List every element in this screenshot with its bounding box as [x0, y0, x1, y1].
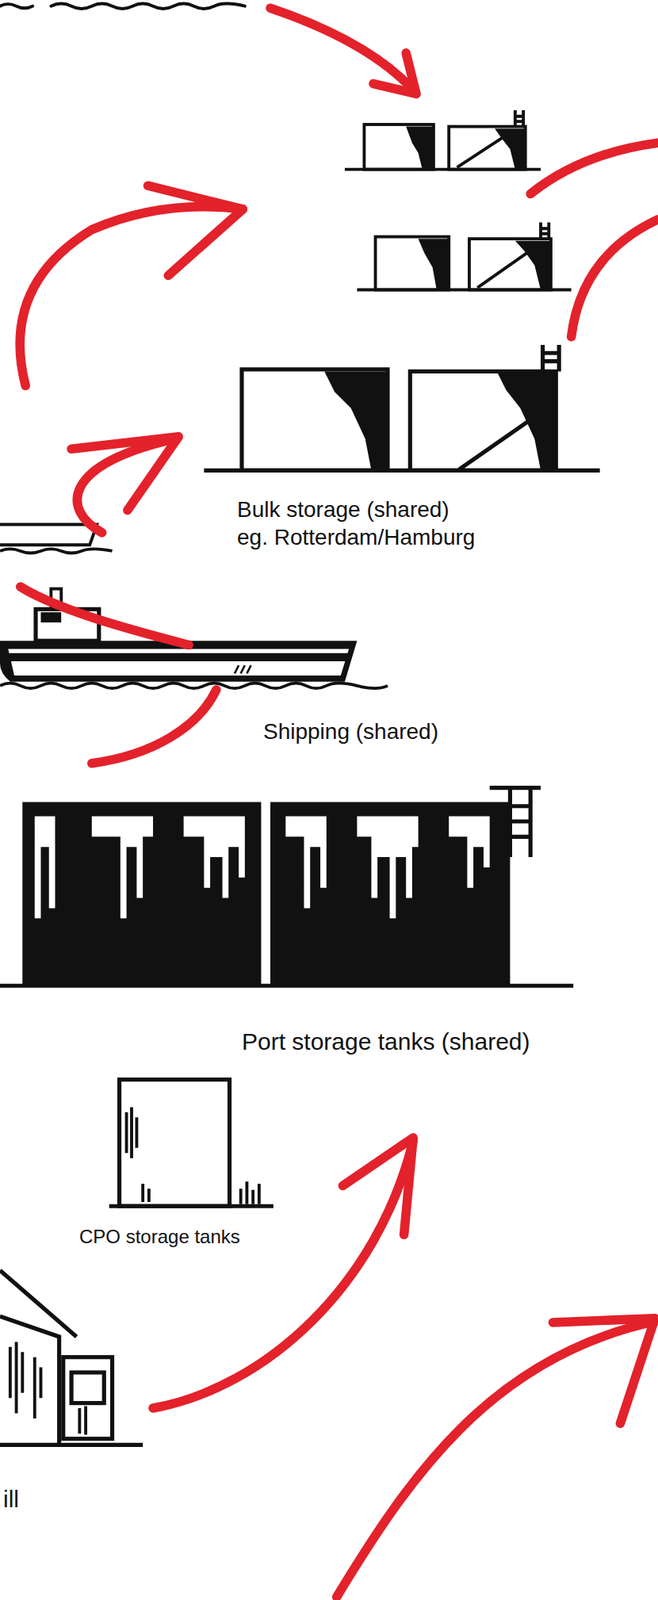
- bulk-tank-small: [344, 110, 541, 170]
- port-tank: [0, 788, 574, 987]
- water-line: [50, 3, 245, 9]
- tank-label: Port storage tanks (shared): [241, 1026, 531, 1057]
- flow-arrow: [19, 7, 658, 1597]
- tank-label: Bulk storage (shared) eg. Rotterdam/Hamb…: [237, 495, 482, 551]
- cpo-tank: [109, 1079, 274, 1207]
- tank-label: CPO storage tanks: [79, 1224, 241, 1249]
- water-line: [0, 3, 33, 8]
- mill-label: ill: [3, 1484, 20, 1515]
- mill-building: [0, 1270, 143, 1445]
- bulk-tank-small: [356, 222, 571, 291]
- bulk-tank-large: [203, 344, 600, 471]
- shipping-label: Shipping (shared): [263, 717, 439, 746]
